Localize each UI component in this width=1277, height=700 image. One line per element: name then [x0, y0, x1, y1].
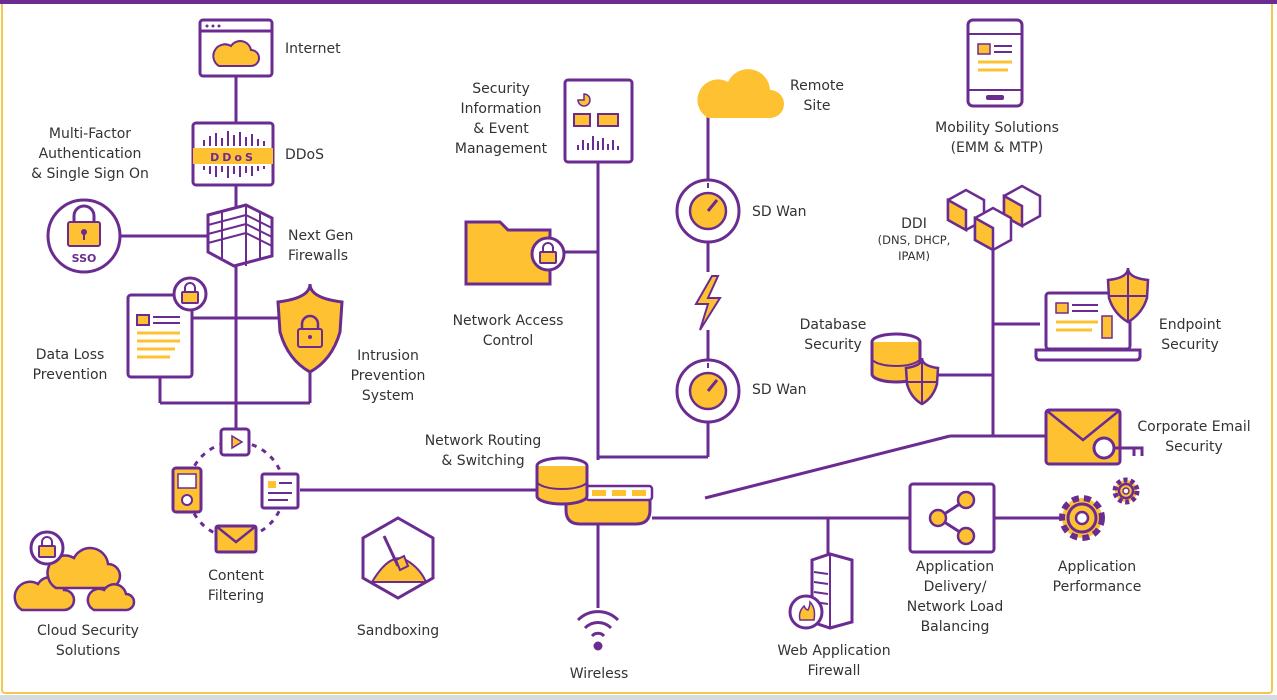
server-flame-icon [788, 552, 854, 630]
label-application-performance: Application Performance [1052, 559, 1142, 595]
database-shield-icon [870, 332, 940, 406]
label-sandboxing: Sandboxing [356, 623, 440, 639]
label-corporate-email-security: Corporate Email Security [1137, 419, 1251, 455]
router-switch-icon [535, 456, 654, 526]
label-mfa-sso: Multi-Factor Authentication & Single Sig… [31, 126, 149, 182]
label-data-loss-prevention: Data Loss Prevention [32, 347, 108, 383]
bottom-scroll-strip [0, 695, 1277, 700]
label-web-application-firewall: Web Application Firewall [777, 643, 891, 679]
padlock-circle-icon [46, 198, 122, 274]
share-node-icon [908, 482, 996, 554]
label-network-access-control: Network Access Control [452, 313, 564, 349]
gears-icon [1059, 477, 1140, 541]
label-mobility-solutions: Mobility Solutions (EMM & MTP) [935, 120, 1059, 156]
label-sd-wan-2: SD Wan [752, 382, 807, 398]
gauge-circle-icon [675, 178, 741, 244]
brick-wall-icon [206, 203, 274, 268]
clouds-lock-icon [13, 530, 136, 612]
label-intrusion-prevention: Intrusion Prevention System [350, 348, 426, 404]
label-next-gen-firewalls: Next Gen Firewalls [288, 228, 354, 264]
lightning-icon [694, 275, 722, 331]
document-lock-icon [126, 276, 208, 379]
label-wireless: Wireless [569, 666, 629, 682]
smartphone-icon [966, 18, 1024, 108]
browser-cloud-icon [198, 18, 274, 78]
ddos-wave-icon [191, 121, 275, 187]
laptop-shield-icon [1034, 267, 1150, 362]
gauge-circle-icon [675, 358, 741, 424]
label-siem: Security Information & Event Management [454, 81, 548, 157]
label-ddi-sub: (DNS, DHCP, IPAM) [877, 233, 951, 263]
connector-lines [120, 75, 1060, 608]
label-cloud-security: Cloud Security Solutions [37, 623, 139, 659]
label-internet: Internet [285, 41, 341, 57]
sandbox-hexagon-icon [361, 516, 435, 600]
label-content-filtering: Content Filtering [207, 568, 265, 604]
label-ddos: DDoS [285, 147, 325, 163]
cloud-icon [697, 69, 784, 118]
media-ring-icon [171, 427, 300, 554]
label-ddi: DDI [901, 216, 927, 232]
wifi-icon [576, 610, 620, 651]
dashboard-panel-icon [563, 78, 634, 164]
label-database-security: Database Security [799, 317, 867, 353]
cubes-icon [946, 184, 1042, 253]
label-sd-wan-1: SD Wan [752, 204, 807, 220]
label-endpoint-security: Endpoint Security [1158, 317, 1222, 353]
folder-lock-icon [464, 220, 566, 286]
label-network-routing: Network Routing & Switching [424, 433, 542, 469]
ddos-badge: DDoS [210, 151, 256, 164]
sso-badge: SSO [72, 252, 97, 265]
label-application-delivery: Application Delivery/ Network Load Balan… [906, 559, 1004, 635]
label-remote-site: Remote Site [789, 78, 845, 114]
shield-lock-icon [276, 283, 344, 374]
top-accent-bar [0, 0, 1277, 4]
envelope-key-icon [1044, 408, 1144, 466]
